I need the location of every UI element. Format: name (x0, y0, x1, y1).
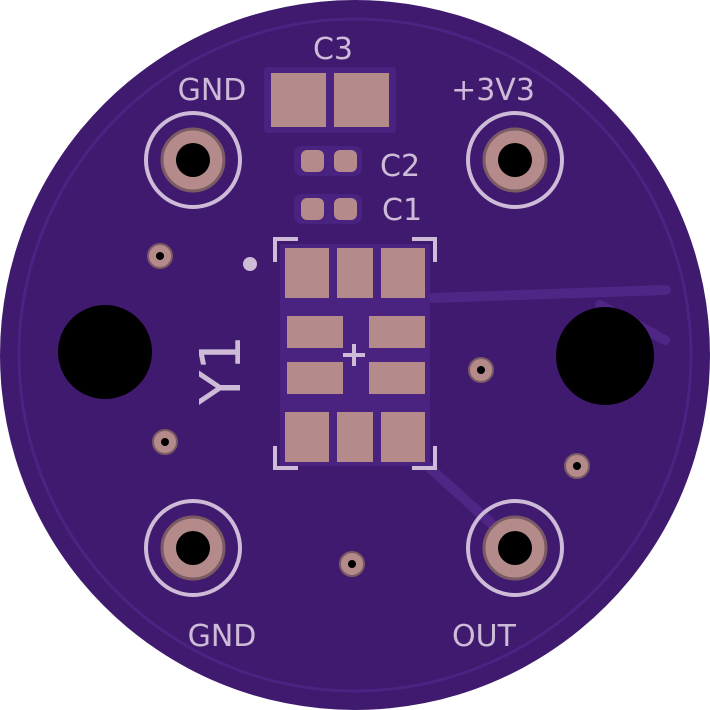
vias (147, 243, 590, 577)
label-gnd-bottom: GND (188, 619, 257, 654)
label-3v3: +3V3 (451, 73, 535, 108)
label-c3: C3 (313, 32, 353, 67)
label-c2: C2 (380, 149, 420, 184)
c3-footprint (264, 67, 396, 133)
label-out: OUT (452, 619, 517, 654)
y1-footprint (280, 244, 430, 466)
via (147, 243, 173, 269)
pad-out (466, 499, 564, 597)
label-c1: C1 (382, 193, 422, 228)
pad-3v3 (466, 111, 564, 209)
via (564, 453, 590, 479)
mounting-hole-right (556, 307, 654, 405)
pad-gnd-top (144, 111, 242, 209)
pin1-dot (243, 257, 257, 271)
c1-footprint (294, 194, 362, 224)
pad-gnd-bottom (144, 499, 242, 597)
y1-outline (273, 237, 437, 470)
via (152, 429, 178, 455)
via (339, 551, 365, 577)
label-gnd-top: GND (178, 73, 247, 108)
via (468, 357, 494, 383)
mounting-hole-left (58, 305, 152, 399)
label-y1: Y1 (189, 335, 254, 406)
c2-footprint (294, 146, 362, 176)
